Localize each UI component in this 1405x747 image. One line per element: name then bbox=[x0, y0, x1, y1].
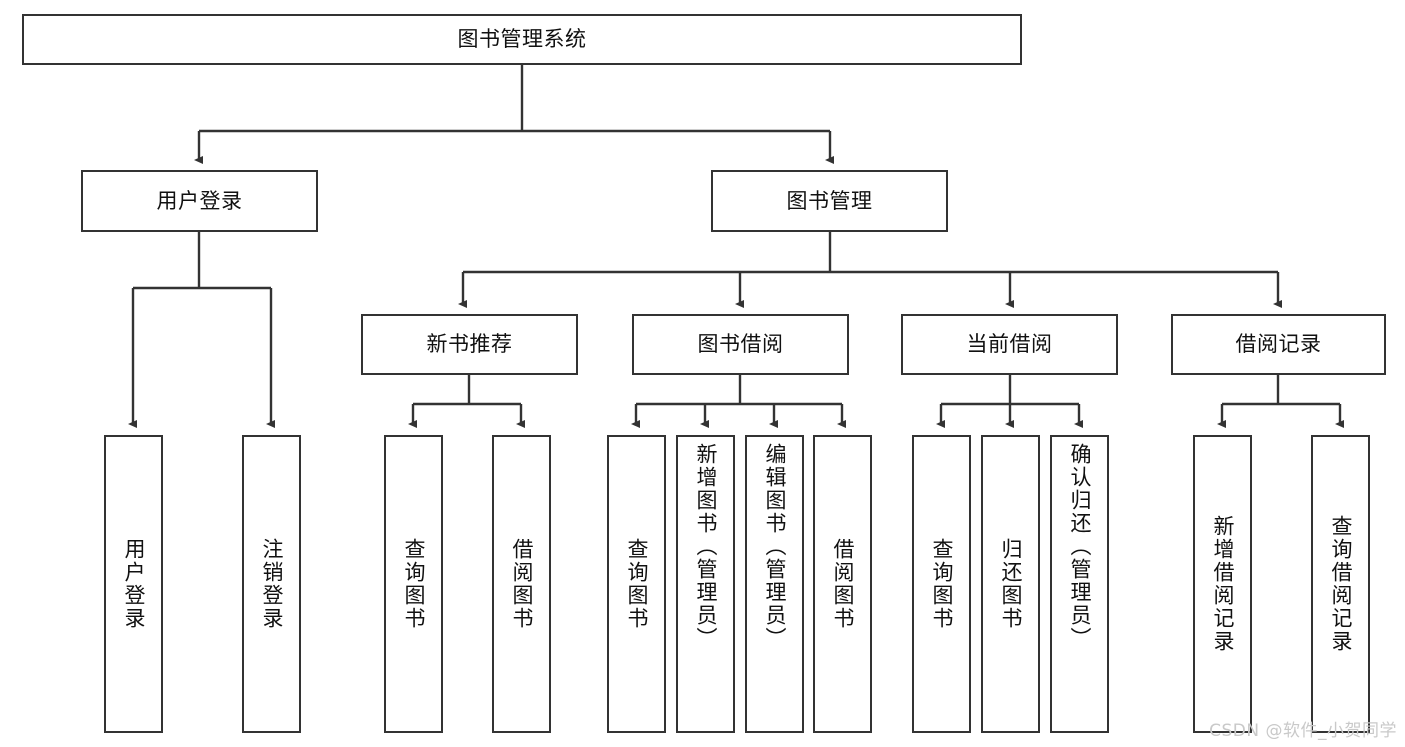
node-root-label: 图书管理系统 bbox=[457, 27, 587, 52]
node-leaf-confirm-return[interactable]: 确认归还（管理员） bbox=[1050, 435, 1109, 733]
node-leaf-user-login[interactable]: 用户登录 bbox=[104, 435, 163, 733]
node-leaf-query-book-3[interactable]: 查询图书 bbox=[912, 435, 971, 733]
node-leaf-query-book-2-label: 查询图书 bbox=[625, 538, 650, 630]
node-leaf-borrow-book-2-label: 借阅图书 bbox=[831, 538, 856, 630]
node-borrow-record[interactable]: 借阅记录 bbox=[1171, 314, 1386, 375]
node-current-borrow[interactable]: 当前借阅 bbox=[901, 314, 1118, 375]
node-new-book-rec[interactable]: 新书推荐 bbox=[361, 314, 578, 375]
node-leaf-query-book-1-label: 查询图书 bbox=[402, 538, 427, 630]
node-leaf-add-record-label: 新增借阅记录 bbox=[1211, 515, 1236, 653]
node-leaf-return-book-label: 归还图书 bbox=[999, 538, 1024, 630]
node-leaf-query-record[interactable]: 查询借阅记录 bbox=[1311, 435, 1370, 733]
node-leaf-borrow-book-1[interactable]: 借阅图书 bbox=[492, 435, 551, 733]
node-leaf-add-book[interactable]: 新增图书（管理员） bbox=[676, 435, 735, 733]
node-leaf-borrow-book-2[interactable]: 借阅图书 bbox=[813, 435, 872, 733]
node-leaf-add-book-label: 新增图书（管理员） bbox=[694, 443, 719, 650]
node-leaf-edit-book[interactable]: 编辑图书（管理员） bbox=[745, 435, 804, 733]
node-user-login-label: 用户登录 bbox=[156, 188, 243, 213]
node-book-borrow-label: 图书借阅 bbox=[697, 332, 784, 357]
node-leaf-confirm-return-label: 确认归还（管理员） bbox=[1068, 443, 1093, 650]
node-leaf-borrow-book-1-label: 借阅图书 bbox=[510, 538, 535, 630]
node-leaf-query-book-3-label: 查询图书 bbox=[930, 538, 955, 630]
node-leaf-add-record[interactable]: 新增借阅记录 bbox=[1193, 435, 1252, 733]
node-current-borrow-label: 当前借阅 bbox=[966, 332, 1053, 357]
node-book-borrow[interactable]: 图书借阅 bbox=[632, 314, 849, 375]
node-root[interactable]: 图书管理系统 bbox=[22, 14, 1022, 65]
node-new-book-rec-label: 新书推荐 bbox=[426, 332, 513, 357]
node-user-login[interactable]: 用户登录 bbox=[81, 170, 318, 232]
node-borrow-record-label: 借阅记录 bbox=[1235, 332, 1322, 357]
node-leaf-query-book-2[interactable]: 查询图书 bbox=[607, 435, 666, 733]
node-book-manage-label: 图书管理 bbox=[786, 188, 873, 213]
node-leaf-query-book-1[interactable]: 查询图书 bbox=[384, 435, 443, 733]
node-leaf-user-logout[interactable]: 注销登录 bbox=[242, 435, 301, 733]
node-leaf-query-record-label: 查询借阅记录 bbox=[1329, 515, 1354, 653]
node-leaf-user-login-label: 用户登录 bbox=[122, 538, 147, 630]
node-leaf-edit-book-label: 编辑图书（管理员） bbox=[763, 443, 788, 650]
watermark: CSDN @软件_小贺同学 bbox=[1209, 721, 1397, 741]
node-leaf-return-book[interactable]: 归还图书 bbox=[981, 435, 1040, 733]
node-leaf-user-logout-label: 注销登录 bbox=[260, 538, 285, 630]
node-book-manage[interactable]: 图书管理 bbox=[711, 170, 948, 232]
